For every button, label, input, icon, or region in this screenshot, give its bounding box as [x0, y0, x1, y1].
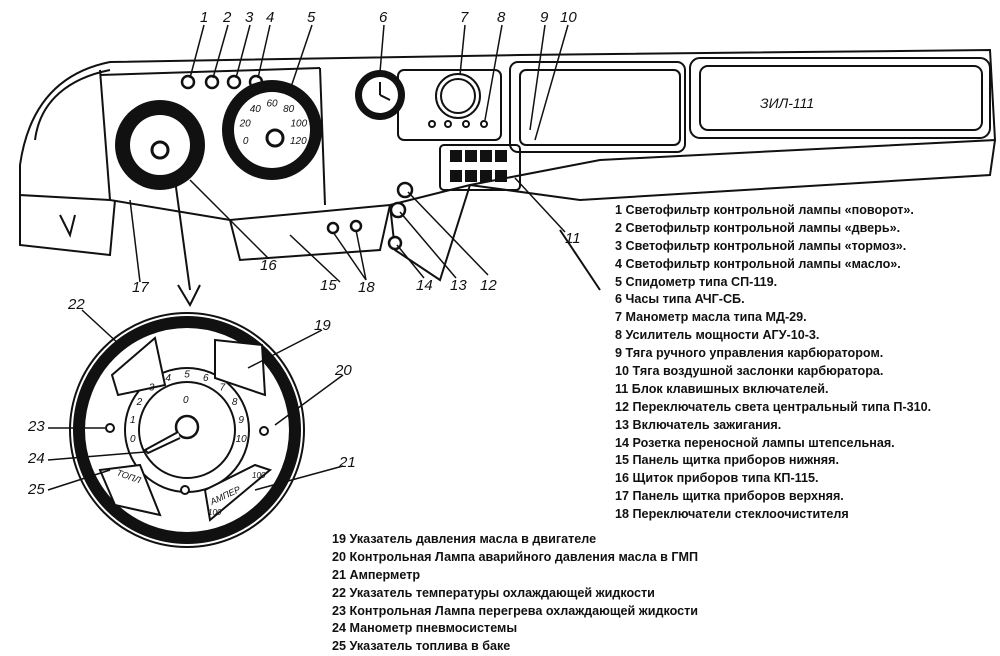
zoom-arrow	[174, 179, 191, 291]
instrument-cluster-small	[115, 80, 322, 190]
speedometer-tick-label: 60	[266, 99, 278, 110]
cluster-center-zero: 0	[183, 395, 189, 406]
speedometer-tick-label: 0	[243, 136, 249, 147]
callout-13: 13	[450, 277, 467, 294]
legend-item: 6 Часы типа АЧГ-СБ.	[615, 292, 745, 307]
legend-item: 23 Контрольная Лампа перегрева охлаждающ…	[332, 603, 699, 618]
legend-item: 9 Тяга ручного управления карбюратором.	[615, 346, 884, 361]
clock	[355, 70, 405, 120]
speedometer-scale: 0 20 40 60 80 100 120	[239, 99, 308, 148]
temperature-gauge-window	[110, 336, 167, 397]
arrow-head	[177, 284, 201, 308]
legend-item: 1 Светофильтр контрольной лампы «поворот…	[615, 203, 914, 217]
legend-item: 3 Светофильтр контрольной лампы «тормоз»…	[615, 238, 907, 253]
legend-item: 11 Блок клавишных включателей.	[615, 381, 829, 396]
callout-7: 7	[460, 9, 469, 26]
callout-20: 20	[334, 362, 352, 379]
legend-item: 21 Амперметр	[332, 567, 421, 582]
callout-21: 21	[338, 454, 356, 471]
speedometer-tick-label: 80	[283, 104, 295, 115]
callout-15: 15	[320, 277, 337, 294]
callout-19: 19	[314, 317, 331, 334]
callout-numbers: 1 2 3 4 5 6 7 8 9 10 11 12 13 14 15 16 1…	[27, 9, 581, 498]
legend-item: 17 Панель щитка приборов верхняя.	[615, 489, 844, 504]
fuel-gauge-window	[98, 463, 162, 517]
legend-item: 13 Включатель зажигания.	[615, 417, 782, 432]
instrument-cluster-detail	[69, 312, 305, 548]
legend-bottom: 19 Указатель давления масла в двигателе …	[332, 531, 698, 656]
legend-item: 24 Манометр пневмосистемы	[332, 621, 518, 636]
callout-3: 3	[245, 9, 254, 26]
legend-item: 5 Спидометр типа СП-119.	[615, 274, 778, 289]
legend-item: 8 Усилитель мощности АГУ-10-3.	[615, 328, 820, 343]
ammeter-value-right: 100	[252, 471, 266, 480]
cluster-tick-label: 3	[149, 383, 155, 394]
legend-item: 19 Указатель давления масла в двигателе	[332, 532, 597, 546]
callout-23: 23	[27, 418, 45, 435]
cluster-tick-label: 10	[236, 434, 248, 445]
callout-17: 17	[132, 279, 149, 296]
cluster-tick-label: 5	[184, 370, 190, 381]
legend-item: 12 Переключатель света центральный типа …	[615, 399, 932, 414]
legend-item: 4 Светофильтр контрольной лампы «масло».	[615, 256, 901, 271]
callout-6: 6	[379, 9, 388, 26]
cluster-tick-label: 0	[130, 434, 136, 445]
legend-item: 20 Контрольная Лампа аварийного давления…	[332, 549, 699, 564]
cluster-tick-label: 7	[220, 383, 226, 394]
callout-11: 11	[565, 230, 581, 247]
speedometer-tick-label: 120	[290, 136, 307, 147]
callout-10: 10	[560, 9, 577, 26]
switch-block	[450, 150, 507, 182]
cluster-tick-label: 1	[130, 415, 136, 426]
leader-lines	[47, 24, 569, 491]
cluster-tick-label: 2	[136, 397, 143, 408]
callout-5: 5	[307, 9, 316, 26]
speedometer-tick-label: 20	[239, 119, 252, 130]
warning-lamps	[180, 74, 264, 90]
legend-item: 25 Указатель топлива в баке	[332, 639, 511, 654]
callout-24: 24	[27, 450, 45, 467]
glovebox-logo: ЗИЛ-111	[760, 95, 814, 111]
callout-14: 14	[416, 277, 433, 294]
callout-18: 18	[358, 279, 375, 296]
speedometer-tick-label: 100	[290, 119, 307, 130]
legend-item: 22 Указатель температуры охлаждающей жид…	[332, 585, 655, 600]
knobs	[326, 181, 414, 251]
ammeter-window	[203, 463, 273, 522]
cluster-tick-label: 9	[238, 415, 244, 426]
cluster-tick-label: 8	[232, 397, 238, 408]
legend-top: 1 Светофильтр контрольной лампы «поворот…	[615, 202, 931, 524]
callout-12: 12	[480, 277, 497, 294]
callout-22: 22	[67, 296, 85, 313]
speedometer-tick-label: 40	[250, 104, 262, 115]
cluster-tick-label: 6	[203, 373, 209, 384]
legend-item: 7 Манометр масла типа МД-29.	[615, 310, 807, 325]
callout-9: 9	[540, 9, 549, 26]
legend-item: 16 Щиток приборов типа КП-115.	[615, 471, 819, 486]
cluster-tick-label: 4	[165, 373, 171, 384]
oil-pressure-gauge-window	[214, 338, 267, 397]
legend-item: 2 Светофильтр контрольной лампы «дверь».	[615, 220, 901, 235]
ammeter-value-left: 100	[208, 508, 222, 517]
oil-pressure-gauge-md29	[428, 73, 488, 128]
callout-16: 16	[260, 257, 277, 274]
legend-item: 18 Переключатели стеклоочистителя	[615, 507, 849, 522]
legend-item: 15 Панель щитка приборов нижняя.	[615, 453, 839, 468]
callout-25: 25	[27, 481, 45, 498]
callout-4: 4	[266, 9, 274, 26]
legend-item: 14 Розетка переносной лампы штепсельная.	[615, 435, 895, 450]
legend-item: 10 Тяга воздушной заслонки карбюратора.	[615, 364, 884, 379]
callout-2: 2	[222, 9, 232, 26]
callout-8: 8	[497, 9, 506, 26]
callout-1: 1	[200, 9, 208, 26]
